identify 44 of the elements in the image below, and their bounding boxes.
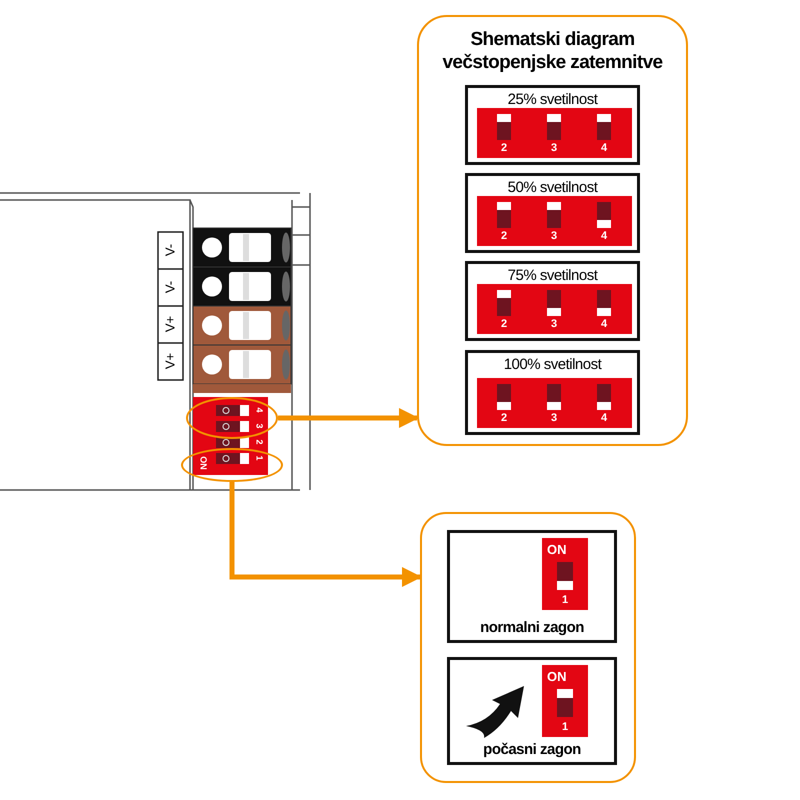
on-label: ON [547, 670, 566, 683]
switch-number: 3 [254, 424, 264, 428]
switch-number: 2 [500, 143, 508, 154]
terminal-label: V+ [164, 352, 176, 370]
brightness-label: 25% svetilnost [506, 92, 599, 107]
setting-box [465, 173, 640, 253]
brightness-label: 100% svetilnost [502, 357, 603, 372]
arrow [278, 408, 419, 428]
switch-number: 3 [550, 319, 558, 330]
switch-number: 1 [254, 456, 264, 460]
brightness-label: 50% svetilnost [506, 180, 599, 195]
switch-number: 4 [254, 408, 264, 412]
switch-number: 3 [550, 231, 558, 242]
on-label: ON [198, 456, 208, 470]
on-label: ON [547, 543, 566, 556]
switch-number: 1 [562, 722, 568, 733]
setting-box [465, 261, 640, 341]
switch-number: 2 [500, 231, 508, 242]
mode-label: počasni zagon [482, 742, 582, 757]
panel-title: Shematski diagram večstopenjske zatemnitve [441, 28, 664, 74]
startup-mode-box [447, 530, 617, 643]
switch-number: 2 [500, 319, 508, 330]
terminal-label: V- [164, 244, 176, 256]
switch-number: 1 [562, 595, 568, 606]
switch-number: 2 [254, 440, 264, 444]
switch-number: 4 [600, 413, 608, 424]
terminal-label: V+ [164, 316, 176, 332]
switch-number: 4 [600, 231, 608, 242]
switch-number: 4 [600, 143, 608, 154]
setting-box [465, 350, 640, 435]
highlight-ellipse [186, 397, 278, 439]
arrow [230, 482, 422, 587]
switch-number: 4 [600, 319, 608, 330]
setting-box [465, 85, 640, 165]
switch-number: 3 [550, 143, 558, 154]
startup-panel [420, 512, 636, 783]
dimming-panel [417, 15, 688, 446]
terminal-label: V- [164, 280, 176, 294]
switch-number: 3 [550, 413, 558, 424]
switch-number: 2 [500, 413, 508, 424]
startup-mode-box [447, 657, 617, 765]
mode-label: normalni zagon [479, 620, 585, 635]
highlight-ellipse [181, 448, 283, 482]
brightness-label: 75% svetilnost [506, 268, 599, 283]
